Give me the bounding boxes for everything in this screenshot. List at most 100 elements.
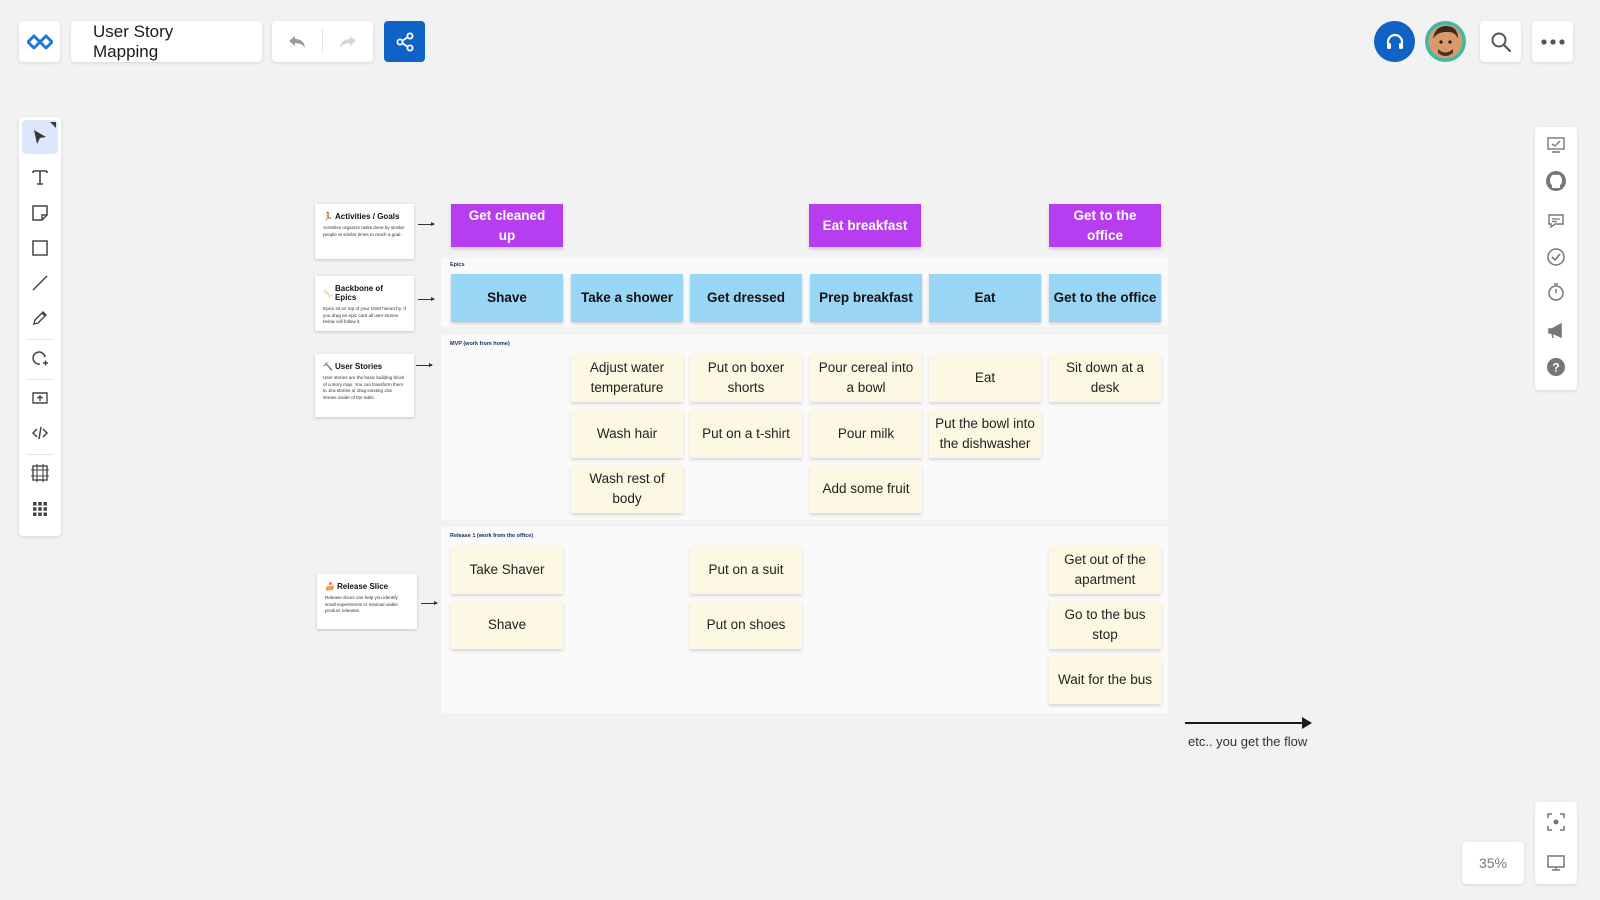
legend-note-release[interactable]: 🍰Release Slice Release slices can help y… [317, 574, 417, 629]
story-card[interactable]: Add some fruit [810, 465, 922, 513]
activity-card[interactable]: Get to the office [1049, 204, 1161, 247]
present-mode-button[interactable] [1543, 850, 1569, 876]
story-card[interactable]: Go to the bus stop [1049, 601, 1161, 649]
text-tool[interactable] [22, 160, 58, 194]
epic-card[interactable]: Get to the office [1049, 274, 1161, 322]
redo-icon [340, 35, 356, 48]
story-card[interactable]: Put on shoes [690, 601, 802, 649]
legend-arrow [418, 297, 435, 301]
apps-grid-icon [33, 502, 47, 516]
story-card[interactable]: Pour cereal into a bowl [810, 354, 922, 402]
legend-title-text: User Stories [334, 362, 383, 371]
fit-screen-icon [1547, 813, 1565, 831]
logo-button[interactable] [19, 21, 60, 62]
legend-title: 🦴Backbone of Epics [323, 284, 406, 302]
github-button[interactable] [1543, 168, 1569, 194]
rectangle-icon [32, 240, 48, 256]
user-avatar[interactable] [1425, 21, 1466, 62]
story-card[interactable]: Put on a t-shirt [690, 410, 802, 458]
comment-icon [1548, 214, 1564, 229]
text-icon [32, 170, 48, 185]
pen-tool[interactable] [22, 301, 58, 335]
story-card[interactable]: Pour milk [810, 410, 922, 458]
activity-card[interactable]: Eat breakfast [809, 204, 921, 247]
activity-card[interactable]: Get cleaned up [451, 204, 563, 247]
rectangle-tool[interactable] [22, 231, 58, 265]
undo-button[interactable] [272, 21, 322, 62]
frame-tool[interactable] [22, 456, 58, 490]
presentation-button[interactable] [1543, 132, 1569, 158]
story-card[interactable]: Take Shaver [451, 546, 563, 594]
legend-title-text: Activities / Goals [334, 212, 400, 221]
tasks-button[interactable] [1543, 244, 1569, 270]
hammer-emoji-icon: 🔨 [323, 362, 333, 371]
sticky-note-icon [32, 205, 48, 221]
story-card[interactable]: Sit down at a desk [1049, 354, 1161, 402]
zoom-level[interactable]: 35% [1462, 842, 1524, 884]
headphones-icon [1386, 33, 1403, 49]
story-card[interactable]: Eat [929, 354, 1041, 402]
select-tool[interactable] [22, 120, 58, 154]
timer-icon [1548, 283, 1564, 301]
story-card[interactable]: Adjust water temperature [571, 354, 683, 402]
epic-card[interactable]: Shave [451, 274, 563, 322]
embed-tool[interactable] [22, 416, 58, 450]
toolbar-divider [27, 339, 53, 340]
comments-button[interactable] [1543, 208, 1569, 234]
legend-note-activities[interactable]: 🏃Activities / Goals Activities organize … [315, 204, 414, 259]
help-button[interactable]: ? [1543, 354, 1569, 380]
cake-emoji-icon: 🍰 [325, 582, 335, 591]
support-button[interactable] [1374, 21, 1415, 62]
legend-title-text: Backbone of Epics [334, 284, 383, 302]
story-card[interactable]: Put on a suit [690, 546, 802, 594]
github-icon [1546, 171, 1566, 191]
upload-icon [32, 392, 48, 404]
flow-caption: etc.. you get the flow [1188, 734, 1308, 749]
presentation-icon [1547, 137, 1565, 153]
story-card[interactable]: Shave [451, 601, 563, 649]
legend-arrow [416, 363, 433, 367]
board-title[interactable]: User Story Mapping [71, 21, 262, 62]
fit-to-screen-button[interactable] [1543, 809, 1569, 835]
epic-card[interactable]: Eat [929, 274, 1041, 322]
epic-card[interactable]: Take a shower [571, 274, 683, 322]
history-controls [272, 21, 373, 62]
legend-title: 🍰Release Slice [325, 582, 409, 591]
line-tool[interactable] [22, 266, 58, 300]
legend-body: User stories are the basic building bloc… [323, 375, 405, 400]
cursor-icon [34, 130, 46, 144]
story-card[interactable]: Put the bowl into the dishwasher [929, 410, 1041, 458]
more-apps-tool[interactable] [22, 492, 58, 526]
lasso-icon [32, 351, 48, 366]
help-icon: ? [1547, 358, 1565, 376]
announcements-button[interactable] [1543, 318, 1569, 344]
share-button[interactable] [384, 21, 425, 62]
lasso-tool[interactable] [22, 341, 58, 375]
left-toolbar [19, 117, 61, 536]
epic-card[interactable]: Prep breakfast [810, 274, 922, 322]
runner-emoji-icon: 🏃 [323, 212, 333, 221]
flow-arrow-head [1302, 717, 1312, 729]
story-card[interactable]: Wait for the bus [1049, 656, 1161, 704]
more-horizontal-icon [1540, 38, 1565, 45]
legend-note-stories[interactable]: 🔨User Stories User stories are the basic… [315, 354, 414, 417]
redo-button[interactable] [323, 21, 373, 62]
share-icon [396, 32, 413, 51]
search-button[interactable] [1480, 21, 1521, 62]
story-card[interactable]: Wash hair [571, 410, 683, 458]
legend-note-backbone[interactable]: 🦴Backbone of Epics Epics sit on top of y… [315, 276, 414, 331]
line-icon [32, 275, 48, 291]
timer-button[interactable] [1543, 279, 1569, 305]
story-card[interactable]: Get out of the apartment [1049, 546, 1161, 594]
epic-card[interactable]: Get dressed [690, 274, 802, 322]
sticky-note-tool[interactable] [22, 196, 58, 230]
story-card[interactable]: Wash rest of body [571, 465, 683, 513]
svg-text:?: ? [1552, 361, 1559, 375]
toolbar-divider [27, 379, 53, 380]
more-options-button[interactable] [1532, 21, 1573, 62]
legend-title: 🏃Activities / Goals [323, 212, 406, 221]
pencil-icon [33, 311, 47, 325]
upload-tool[interactable] [22, 381, 58, 415]
avatar-icon [1428, 24, 1463, 59]
story-card[interactable]: Put on boxer shorts [690, 354, 802, 402]
